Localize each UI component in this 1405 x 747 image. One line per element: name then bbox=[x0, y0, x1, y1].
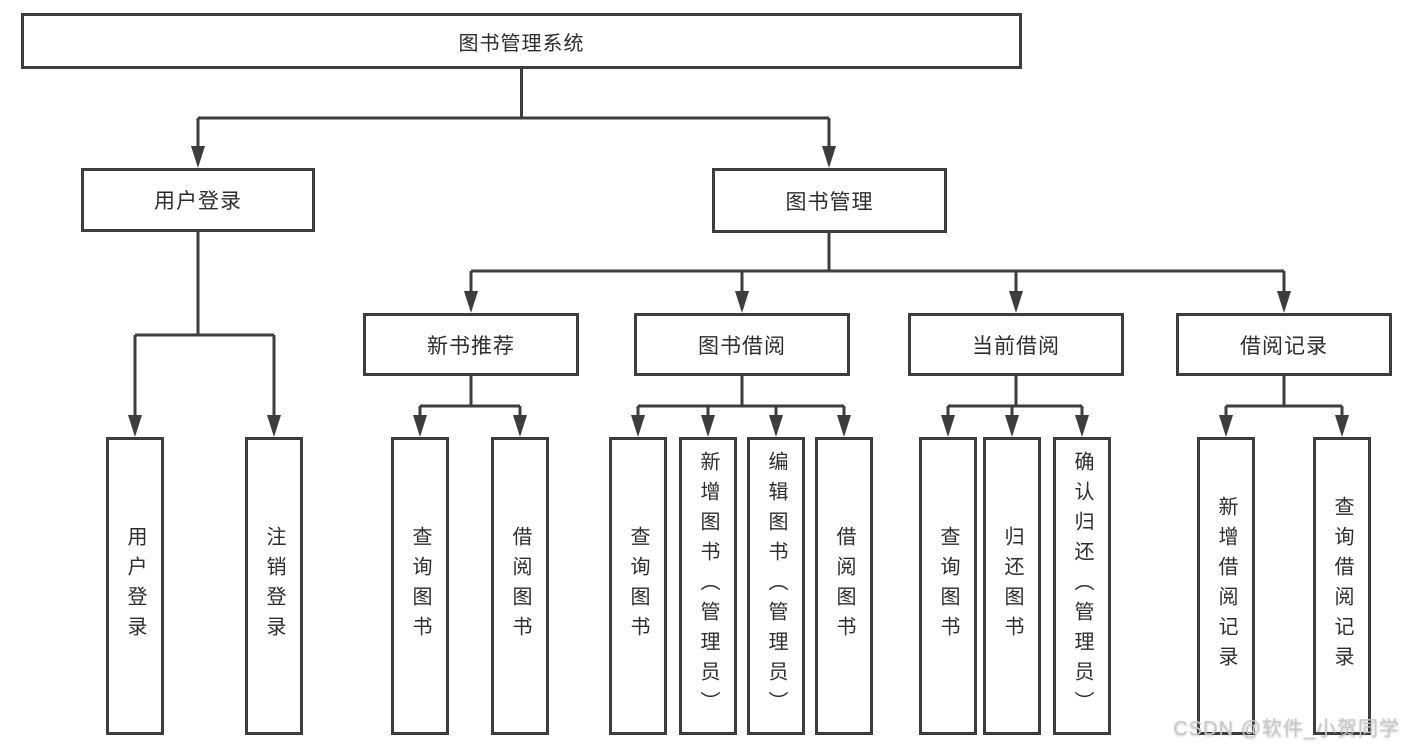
node-borrow-record: 借阅记录 bbox=[1176, 313, 1392, 376]
leaf-current-return: 归还图书 bbox=[983, 437, 1041, 735]
leaf-borrow-add: 新增图书（管理员） bbox=[679, 437, 737, 735]
node-user-login: 用户登录 bbox=[81, 168, 315, 232]
node-label: 用户登录 bbox=[124, 526, 146, 646]
node-label: 当前借阅 bbox=[972, 334, 1060, 358]
leaf-user-login: 用户登录 bbox=[106, 437, 164, 735]
node-book-borrow: 图书借阅 bbox=[634, 313, 850, 376]
node-label: 新书推荐 bbox=[427, 334, 515, 358]
node-label: 确认归还（管理员） bbox=[1071, 451, 1093, 721]
node-label: 归还图书 bbox=[1001, 526, 1023, 646]
node-label: 查询借阅记录 bbox=[1331, 496, 1353, 676]
node-label: 编辑图书（管理员） bbox=[765, 451, 787, 721]
node-label: 用户登录 bbox=[154, 190, 242, 213]
node-label: 新增借阅记录 bbox=[1215, 496, 1237, 676]
node-label: 图书管理 bbox=[785, 190, 874, 214]
node-label: 图书管理系统 bbox=[458, 32, 585, 55]
leaf-current-confirm: 确认归还（管理员） bbox=[1053, 437, 1111, 735]
node-label: 借阅图书 bbox=[833, 526, 855, 646]
leaf-borrow-borrow: 借阅图书 bbox=[815, 437, 873, 735]
node-label: 新增图书（管理员） bbox=[697, 451, 719, 721]
leaf-record-add: 新增借阅记录 bbox=[1197, 437, 1255, 735]
leaf-logout: 注销登录 bbox=[245, 437, 303, 735]
node-label: 借阅图书 bbox=[509, 526, 531, 646]
leaf-borrow-query: 查询图书 bbox=[609, 437, 667, 735]
node-label: 查询图书 bbox=[409, 526, 431, 646]
node-label: 查询图书 bbox=[627, 526, 649, 646]
leaf-current-query: 查询图书 bbox=[919, 437, 977, 735]
leaf-newbook-borrow: 借阅图书 bbox=[491, 437, 549, 735]
node-new-book-recommend: 新书推荐 bbox=[363, 313, 579, 376]
node-label: 借阅记录 bbox=[1240, 334, 1328, 358]
leaf-borrow-edit: 编辑图书（管理员） bbox=[747, 437, 805, 735]
node-current-borrow: 当前借阅 bbox=[908, 313, 1124, 376]
watermark: CSDN @软件_小贺同学 bbox=[1173, 718, 1400, 740]
leaf-record-query: 查询借阅记录 bbox=[1313, 437, 1371, 735]
node-label: 注销登录 bbox=[263, 526, 285, 646]
leaf-newbook-query: 查询图书 bbox=[391, 437, 449, 735]
node-root: 图书管理系统 bbox=[21, 13, 1022, 69]
node-label: 图书借阅 bbox=[698, 334, 786, 358]
node-label: 查询图书 bbox=[937, 526, 959, 646]
node-book-management: 图书管理 bbox=[712, 168, 947, 233]
